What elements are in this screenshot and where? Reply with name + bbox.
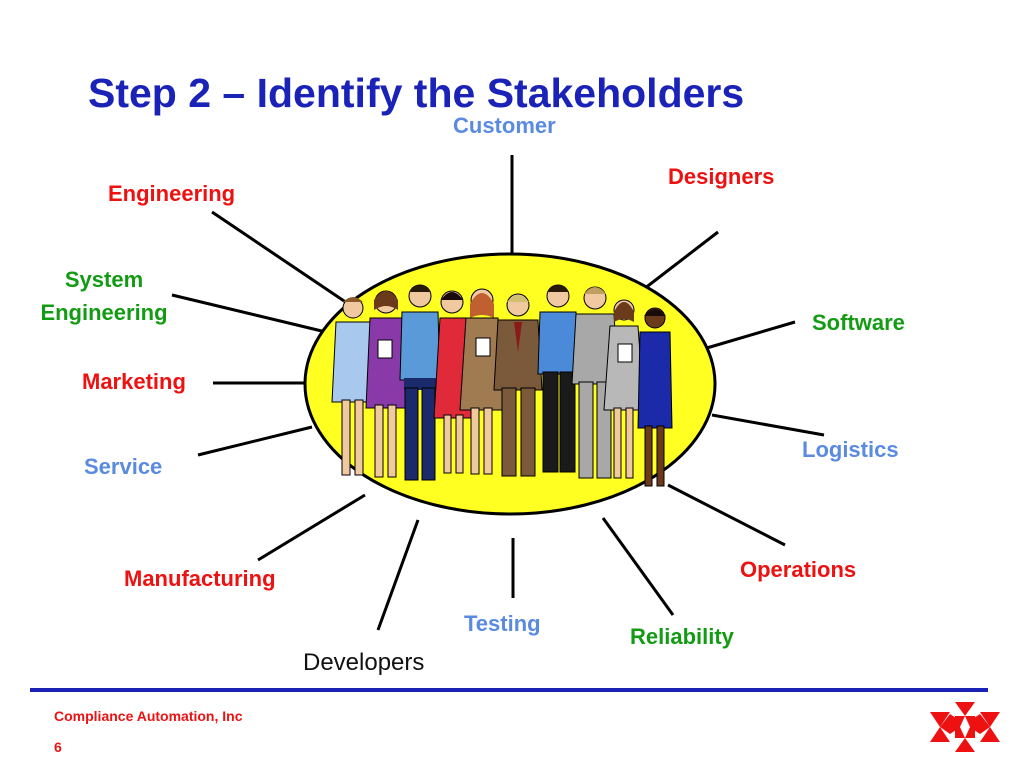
- footer-divider: [30, 688, 988, 692]
- page-number: 6: [54, 739, 62, 755]
- person-icon: [493, 293, 543, 477]
- person-icon: [537, 284, 579, 473]
- spoke-developers: [376, 519, 420, 631]
- person-icon: [603, 299, 645, 479]
- label-developers: Developers: [303, 649, 425, 676]
- spoke-logistics: [711, 413, 825, 437]
- label-engineering: Engineering: [108, 181, 236, 206]
- spoke-designers: [639, 230, 719, 294]
- spoke-engineering: [211, 210, 351, 307]
- spoke-operations: [667, 483, 786, 547]
- person-icon: [331, 297, 377, 476]
- label-service: Service: [84, 454, 163, 479]
- person-icon: [571, 286, 619, 479]
- person-icon: [365, 290, 409, 478]
- label-system-engineering-line2: Engineering: [40, 300, 168, 325]
- company-name: Compliance Automation, Inc: [54, 708, 243, 724]
- label-marketing: Marketing: [82, 369, 186, 394]
- spoke-service: [197, 425, 313, 457]
- spoke-manufacturing: [257, 493, 366, 562]
- spoke-system-engineering: [171, 293, 331, 335]
- label-system-engineering: System Engineering: [22, 263, 186, 329]
- label-operations: Operations: [740, 557, 857, 582]
- label-logistics: Logistics: [802, 437, 899, 462]
- person-icon: [459, 288, 505, 475]
- spokes: [171, 155, 825, 631]
- person-icon: [637, 307, 673, 487]
- label-testing: Testing: [464, 611, 541, 636]
- group-of-people-illustration: [331, 284, 673, 487]
- spoke-reliability: [601, 517, 675, 616]
- label-designers: Designers: [668, 164, 775, 189]
- page-title: Step 2 – Identify the Stakeholders: [88, 70, 745, 116]
- label-system-engineering-line1: System: [64, 267, 144, 292]
- label-software: Software: [812, 310, 905, 335]
- label-customer: Customer: [453, 113, 556, 138]
- label-reliability: Reliability: [630, 624, 734, 649]
- person-icon: [399, 284, 441, 481]
- company-logo-icon: [930, 702, 1000, 752]
- label-manufacturing: Manufacturing: [124, 566, 276, 591]
- spoke-software: [699, 320, 796, 352]
